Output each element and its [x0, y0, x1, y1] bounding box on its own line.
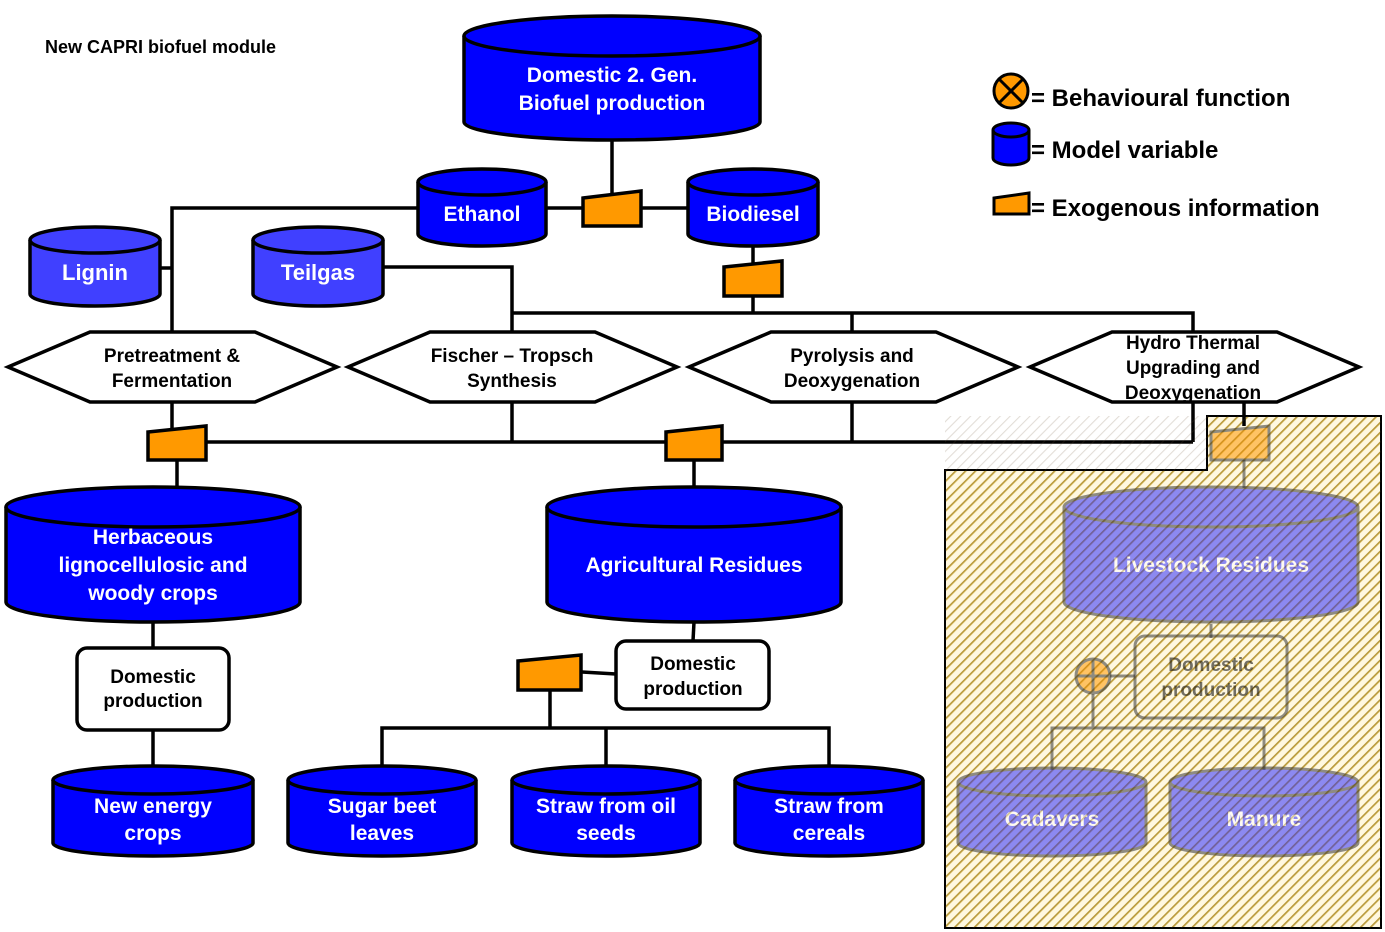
exogenous-icon-biofuel-split[interactable]	[581, 189, 643, 228]
box-label: Domestic	[650, 654, 736, 675]
node-label: Agricultural Residues	[585, 554, 802, 577]
node-label: Biofuel production	[519, 92, 706, 115]
node-lignin[interactable]: Lignin	[28, 225, 162, 308]
process-label: Deoxygenation	[1125, 383, 1261, 404]
node-teilgas[interactable]: Teilgas	[251, 225, 385, 308]
node-new-energy-crops[interactable]: New energy crops	[51, 764, 255, 858]
node-label: Teilgas	[281, 260, 355, 285]
node-label: New energy	[94, 795, 212, 818]
hatch-overlay	[945, 416, 1381, 928]
exogenous-icon	[992, 191, 1031, 216]
legend: = Behavioural function = Model variable …	[991, 72, 1320, 222]
process-pyrolysis-deoxygenation[interactable]: Pyrolysis and Deoxygenation	[684, 330, 1023, 404]
node-label: Straw from	[774, 795, 884, 818]
node-biodiesel[interactable]: Biodiesel	[686, 167, 820, 248]
process-label: Synthesis	[467, 371, 557, 392]
node-label: Sugar beet	[328, 795, 437, 818]
process-label: Upgrading and	[1126, 358, 1260, 379]
process-hydro-thermal-upgrading[interactable]: Hydro Thermal Upgrading and Deoxygenatio…	[1025, 330, 1364, 404]
node-label: cereals	[793, 822, 865, 845]
node-label: Biodiesel	[706, 203, 799, 226]
legend-label: = Exogenous information	[1031, 195, 1320, 222]
node-straw-oil-seeds[interactable]: Straw from oil seeds	[510, 764, 702, 858]
process-pretreatment-fermentation[interactable]: Pretreatment & Fermentation	[3, 330, 342, 404]
node-ethanol[interactable]: Ethanol	[416, 167, 548, 248]
node-label: leaves	[350, 822, 414, 845]
node-label: woody crops	[87, 582, 218, 605]
domestic-production-agri[interactable]: Domestic production	[614, 639, 771, 711]
node-label: Straw from oil	[536, 795, 676, 818]
node-label: lignocellulosic and	[58, 554, 247, 577]
legend-model-variable: = Model variable	[991, 121, 1218, 167]
node-label: seeds	[576, 822, 636, 845]
exogenous-icon-biodiesel[interactable]	[722, 259, 784, 298]
process-label: Fermentation	[112, 371, 232, 392]
node-label: Herbaceous	[93, 526, 213, 549]
box-label: production	[103, 691, 202, 712]
node-agricultural-residues[interactable]: Agricultural Residues	[545, 485, 843, 624]
process-label: Pyrolysis and	[790, 346, 914, 367]
node-label: Ethanol	[444, 203, 521, 226]
legend-label: = Model variable	[1031, 137, 1218, 164]
node-label: Lignin	[62, 260, 128, 285]
node-label: crops	[124, 822, 181, 845]
process-label: Pretreatment &	[104, 346, 240, 367]
node-label: Domestic 2. Gen.	[527, 64, 697, 87]
box-label: production	[643, 679, 742, 700]
node-herbaceous-crops[interactable]: Herbaceous lignocellulosic and woody cro…	[4, 485, 302, 624]
node-domestic-2gen-biofuel[interactable]: Domestic 2. Gen. Biofuel production	[462, 14, 762, 142]
cylinder-icon	[991, 121, 1031, 167]
node-sugar-beet-leaves[interactable]: Sugar beet leaves	[286, 764, 478, 858]
box-label: Domestic	[110, 667, 196, 688]
node-straw-cereals[interactable]: Straw from cereals	[733, 764, 925, 858]
legend-exogenous: = Exogenous information	[992, 191, 1320, 222]
exogenous-icon-agri-domestic[interactable]	[516, 653, 583, 692]
exogenous-icon-herbaceous[interactable]	[146, 424, 208, 462]
diagram-title: New CAPRI biofuel module	[45, 37, 276, 57]
process-fischer-tropsch[interactable]: Fischer – Tropsch Synthesis	[343, 330, 682, 404]
legend-label: = Behavioural function	[1031, 85, 1290, 112]
process-label: Hydro Thermal	[1126, 333, 1260, 354]
process-label: Deoxygenation	[784, 371, 920, 392]
process-label: Fischer – Tropsch	[431, 346, 594, 367]
domestic-production-herbaceous[interactable]: Domestic production	[75, 646, 231, 732]
legend-behavioural: = Behavioural function	[992, 72, 1290, 112]
exogenous-icon-agri-residues[interactable]	[664, 424, 724, 462]
